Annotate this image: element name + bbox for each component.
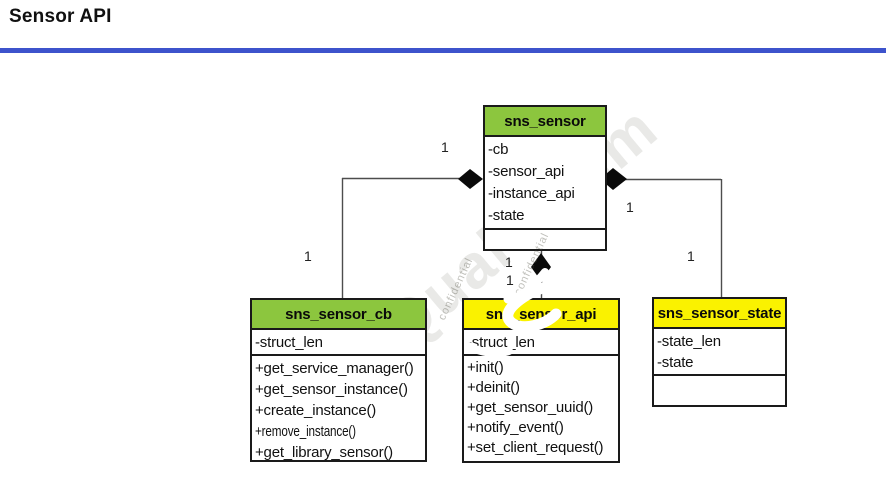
class-methods-section [485, 230, 605, 249]
class-method: +notify_event() [467, 419, 564, 436]
class-method: +create_instance() [255, 402, 377, 419]
class-attribute: -state [657, 354, 694, 371]
multiplicity-label: 1 [626, 199, 634, 215]
class-attributes-section: -struct_len [464, 330, 618, 356]
class-method: +get_sensor_instance() [255, 381, 408, 398]
class-attribute: -state_len [657, 333, 721, 350]
class-method: +init() [467, 359, 504, 376]
class-methods-section: +get_service_manager() +get_sensor_insta… [252, 356, 425, 464]
class-title: sns_sensor [485, 107, 605, 137]
class-attribute: -sensor_api [488, 163, 565, 180]
class-attribute: -struct_len [255, 334, 323, 351]
multiplicity-label: 1 [506, 272, 514, 288]
class-attributes-section: -state_len -state [654, 329, 785, 376]
multiplicity-label: 1 [304, 248, 312, 264]
class-method: +deinit() [467, 379, 520, 396]
class-title: sns_sensor_cb [252, 300, 425, 330]
class-box-sns-sensor: sns_sensor -cb -sensor_api -instance_api… [483, 105, 607, 251]
class-attribute: -instance_api [488, 185, 575, 202]
class-methods-section [654, 376, 785, 405]
class-box-sns-sensor-cb: sns_sensor_cb -struct_len +get_service_m… [250, 298, 427, 462]
multiplicity-label: 1 [505, 254, 513, 270]
multiplicity-label: 1 [441, 139, 449, 155]
class-attribute: -state [488, 207, 525, 224]
page-title: Sensor API [9, 6, 112, 27]
class-box-sns-sensor-api: sns_sensor_api -struct_len +init() +dein… [462, 298, 620, 463]
class-methods-section: +init() +deinit() +get_sensor_uuid() +no… [464, 356, 618, 461]
class-attributes-section: -struct_len [252, 330, 425, 356]
class-attributes-section: -cb -sensor_api -instance_api -state [485, 137, 605, 230]
title-divider [0, 48, 886, 53]
class-title: sns_sensor_state [654, 299, 785, 329]
class-title: sns_sensor_api [464, 300, 618, 330]
class-method: +get_sensor_uuid() [467, 399, 594, 416]
class-method: +remove_instance() [255, 423, 356, 440]
class-method: +get_library_sensor() [255, 444, 393, 461]
class-attribute: -struct_len [467, 334, 535, 351]
class-method: +set_client_request() [467, 439, 604, 456]
class-method: +get_service_manager() [255, 360, 414, 377]
multiplicity-label: 1 [687, 248, 695, 264]
class-box-sns-sensor-state: sns_sensor_state -state_len -state [652, 297, 787, 407]
class-attribute: -cb [488, 141, 509, 158]
